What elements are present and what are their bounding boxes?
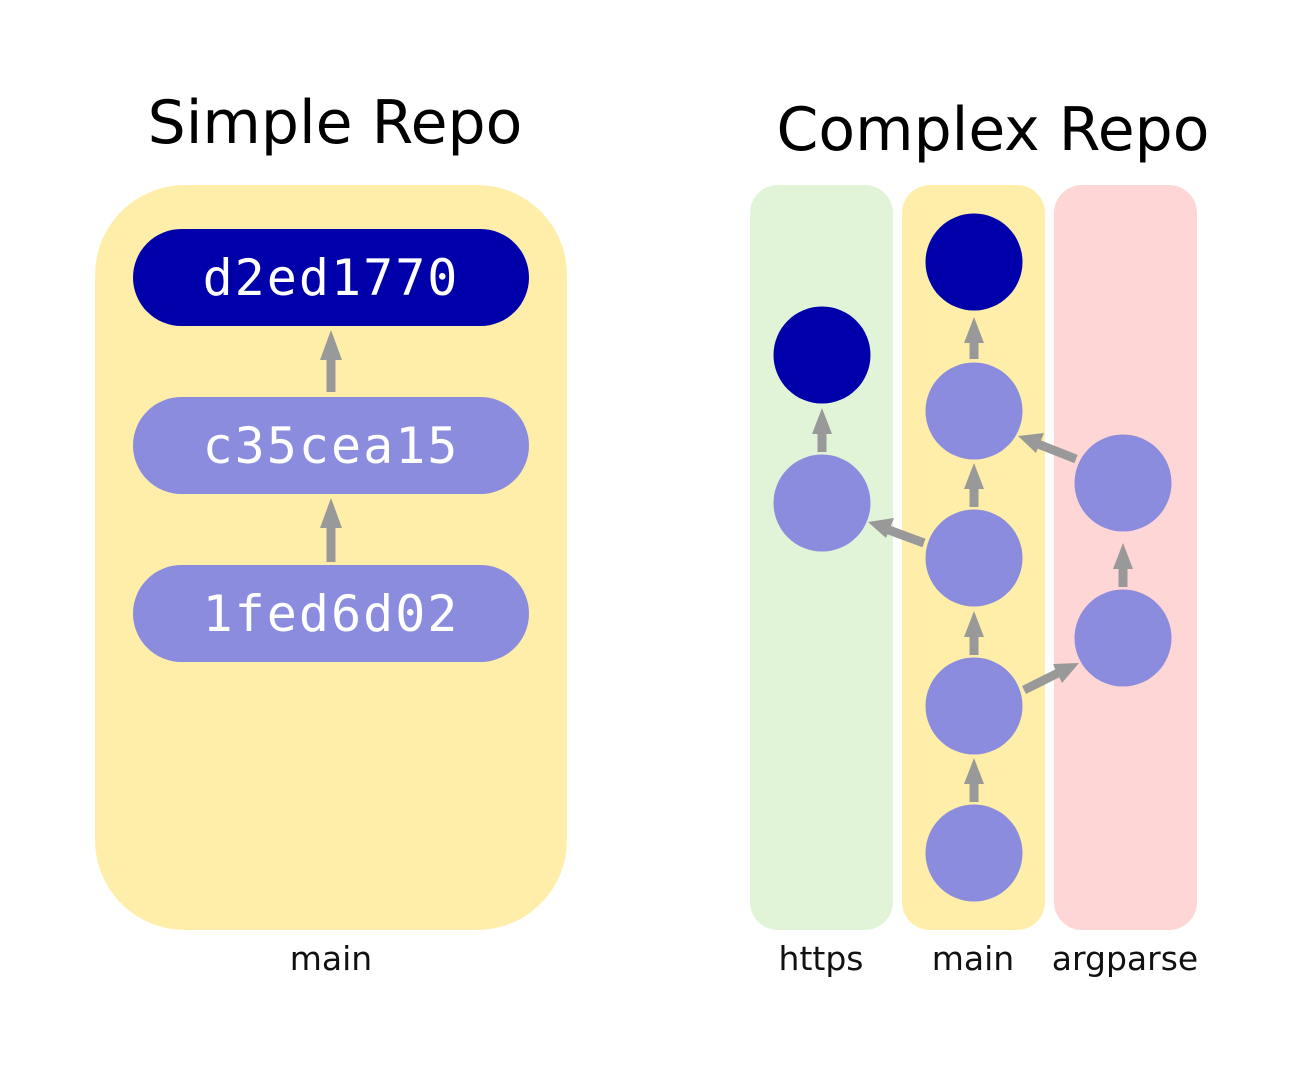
- arrow-main-to-argparse: [1021, 663, 1079, 695]
- main-head-commit: [925, 213, 1023, 311]
- arrow-main-to-https: [868, 518, 926, 548]
- lane-https: [750, 185, 893, 930]
- main-commit: [925, 657, 1023, 755]
- simple-commit: 1fed6d02: [133, 565, 529, 662]
- branch-label-argparse: argparse: [1052, 939, 1198, 978]
- argparse-commit: [1074, 434, 1172, 532]
- https-head-commit: [773, 306, 871, 404]
- simple-branch-label: main: [290, 939, 372, 978]
- main-arrow: [964, 317, 984, 359]
- argparse-arrow: [1113, 543, 1133, 587]
- simple-commit: c35cea15: [133, 397, 529, 494]
- branch-label-https: https: [779, 939, 864, 978]
- main-commit: [925, 362, 1023, 460]
- https-commit: [773, 454, 871, 552]
- main-arrow: [964, 758, 984, 802]
- commit-hash: d2ed1770: [203, 249, 460, 307]
- branch-label-main: main: [932, 939, 1014, 978]
- complex-repo-title: Complex Repo: [777, 95, 1210, 165]
- main-arrow: [964, 611, 984, 655]
- main-commit: [925, 804, 1023, 902]
- simple-arrow-c35-to-d2e: [320, 330, 342, 392]
- argparse-commit: [1074, 589, 1172, 687]
- simple-repo-title: Simple Repo: [148, 88, 523, 158]
- commit-hash: 1fed6d02: [203, 585, 460, 643]
- https-arrow: [812, 408, 832, 452]
- main-arrow: [964, 463, 984, 507]
- main-commit: [925, 509, 1023, 607]
- arrow-argparse-to-main: [1018, 433, 1078, 464]
- simple-commit-head: d2ed1770: [133, 229, 529, 326]
- simple-arrow-1fe-to-c35: [320, 498, 342, 562]
- commit-hash: c35cea15: [203, 417, 460, 475]
